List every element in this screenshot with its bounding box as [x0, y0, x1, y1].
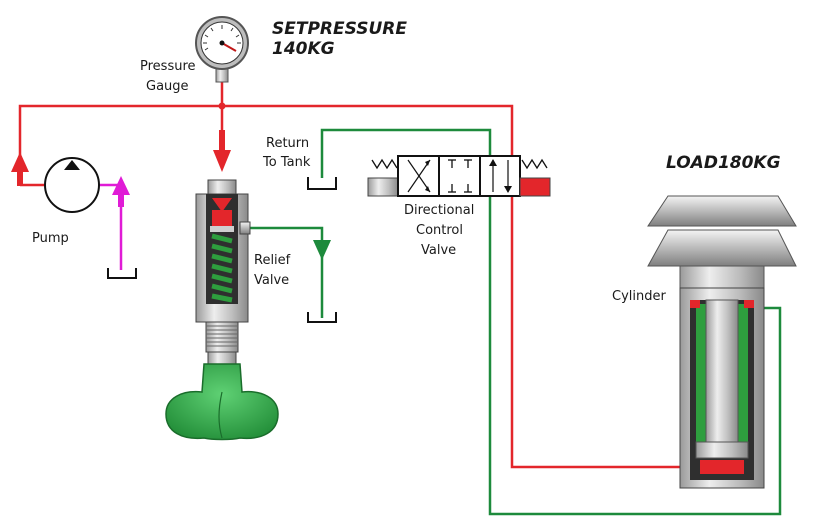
cylinder	[679, 287, 765, 489]
directional-control-valve	[367, 155, 551, 197]
relief-valve	[165, 179, 279, 441]
junction-dot	[218, 102, 226, 110]
pump-icon	[44, 157, 100, 213]
dcv-label-2: Control	[416, 223, 463, 238]
arrow-icon	[11, 152, 29, 172]
suction-line	[98, 183, 123, 270]
dcv-label-3: Valve	[421, 243, 456, 258]
spring-icon	[211, 233, 233, 303]
tank-icon	[107, 268, 137, 279]
gauge-icon	[195, 16, 249, 83]
set-pressure-title: SETPRESSURE	[272, 19, 407, 39]
arrow-icon	[213, 150, 231, 172]
load-weights	[647, 195, 797, 289]
tank-icon	[307, 177, 337, 190]
pump-label: Pump	[32, 231, 69, 246]
arrow-icon	[112, 176, 130, 195]
relief-valve-label-2: Valve	[254, 273, 289, 288]
relief-valve-label: Relief	[254, 253, 291, 268]
cylinder-label: Cylinder	[612, 289, 666, 304]
return-lines	[245, 128, 782, 516]
return-label: Return	[266, 136, 309, 151]
return-label-2: To Tank	[262, 155, 311, 170]
pressure-gauge-label-2: Gauge	[146, 79, 189, 94]
relief-handle	[165, 363, 279, 441]
pressure-lines	[18, 82, 680, 469]
set-pressure-value: 140KG	[272, 39, 335, 59]
dcv-label: Directional	[404, 203, 474, 218]
arrow-icon	[313, 240, 331, 260]
tank-icon	[307, 312, 337, 323]
load-title: LOAD180KG	[666, 153, 781, 173]
pressure-gauge-label: Pressure	[140, 59, 196, 74]
